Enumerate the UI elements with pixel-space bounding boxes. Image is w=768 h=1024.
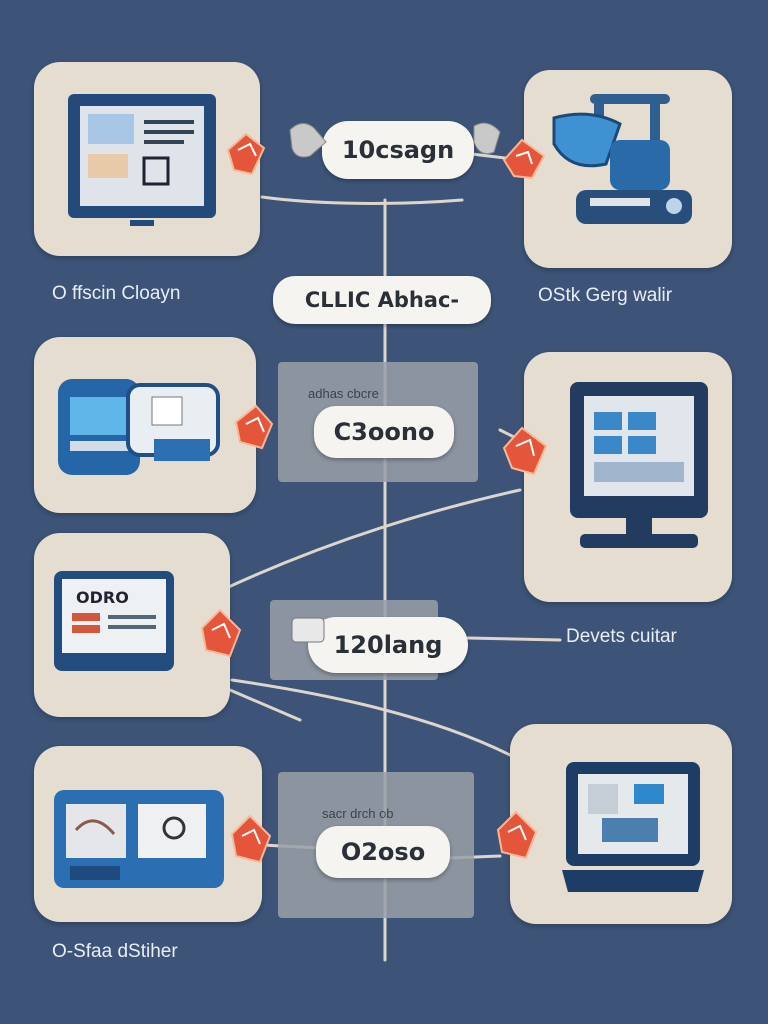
hub-node-3[interactable]: C3oono (314, 406, 454, 458)
plug-icon (473, 122, 501, 155)
node-card-left-2[interactable] (34, 337, 256, 513)
node-card-left-1[interactable] (34, 62, 260, 256)
panel-screen-text: ODRO (76, 588, 129, 607)
hub-node-1[interactable]: 10csagn (322, 121, 474, 179)
node-card-right-2[interactable] (524, 352, 732, 602)
monitor-document-icon (68, 94, 216, 226)
laptop-device-icon (562, 762, 704, 892)
monitor-grid-icon (570, 382, 708, 548)
hub-node-4[interactable]: 120lang (308, 617, 468, 673)
red-connector-icon (234, 404, 274, 450)
side-label-right-mid: Devets cuitar (566, 626, 677, 647)
red-connector-icon (496, 810, 538, 860)
plug-icon (289, 123, 327, 158)
red-connector-icon (502, 426, 548, 476)
side-label-left-bottom: O-Sfaa dStiher (52, 941, 178, 962)
side-label-right-top: OStk Gerg walir (538, 285, 673, 306)
plug-icon (291, 617, 325, 643)
red-connector-icon (502, 138, 546, 180)
hub-node-2[interactable]: CLLIC Abhac- (273, 276, 491, 324)
robot-vacuum-icon (552, 94, 692, 224)
gray-box-caption: sacr drch ob (322, 806, 394, 821)
gray-box-caption: adhas cbcre (308, 386, 379, 401)
red-connector-icon (200, 608, 242, 658)
node-card-right-3[interactable] (510, 724, 732, 924)
red-connector-icon (226, 132, 266, 176)
node-card-right-1[interactable] (524, 70, 732, 268)
document-panel-icon: ODRO (54, 571, 174, 671)
node-card-left-3[interactable]: ODRO (34, 533, 230, 717)
red-connector-icon (230, 814, 272, 864)
dual-panel-icon (54, 790, 224, 888)
hub-node-5[interactable]: O2oso (316, 826, 450, 878)
scanner-device-icon (58, 379, 220, 475)
node-card-left-4[interactable] (34, 746, 262, 922)
side-label-left-top: O ffscin Cloayn (52, 283, 181, 304)
